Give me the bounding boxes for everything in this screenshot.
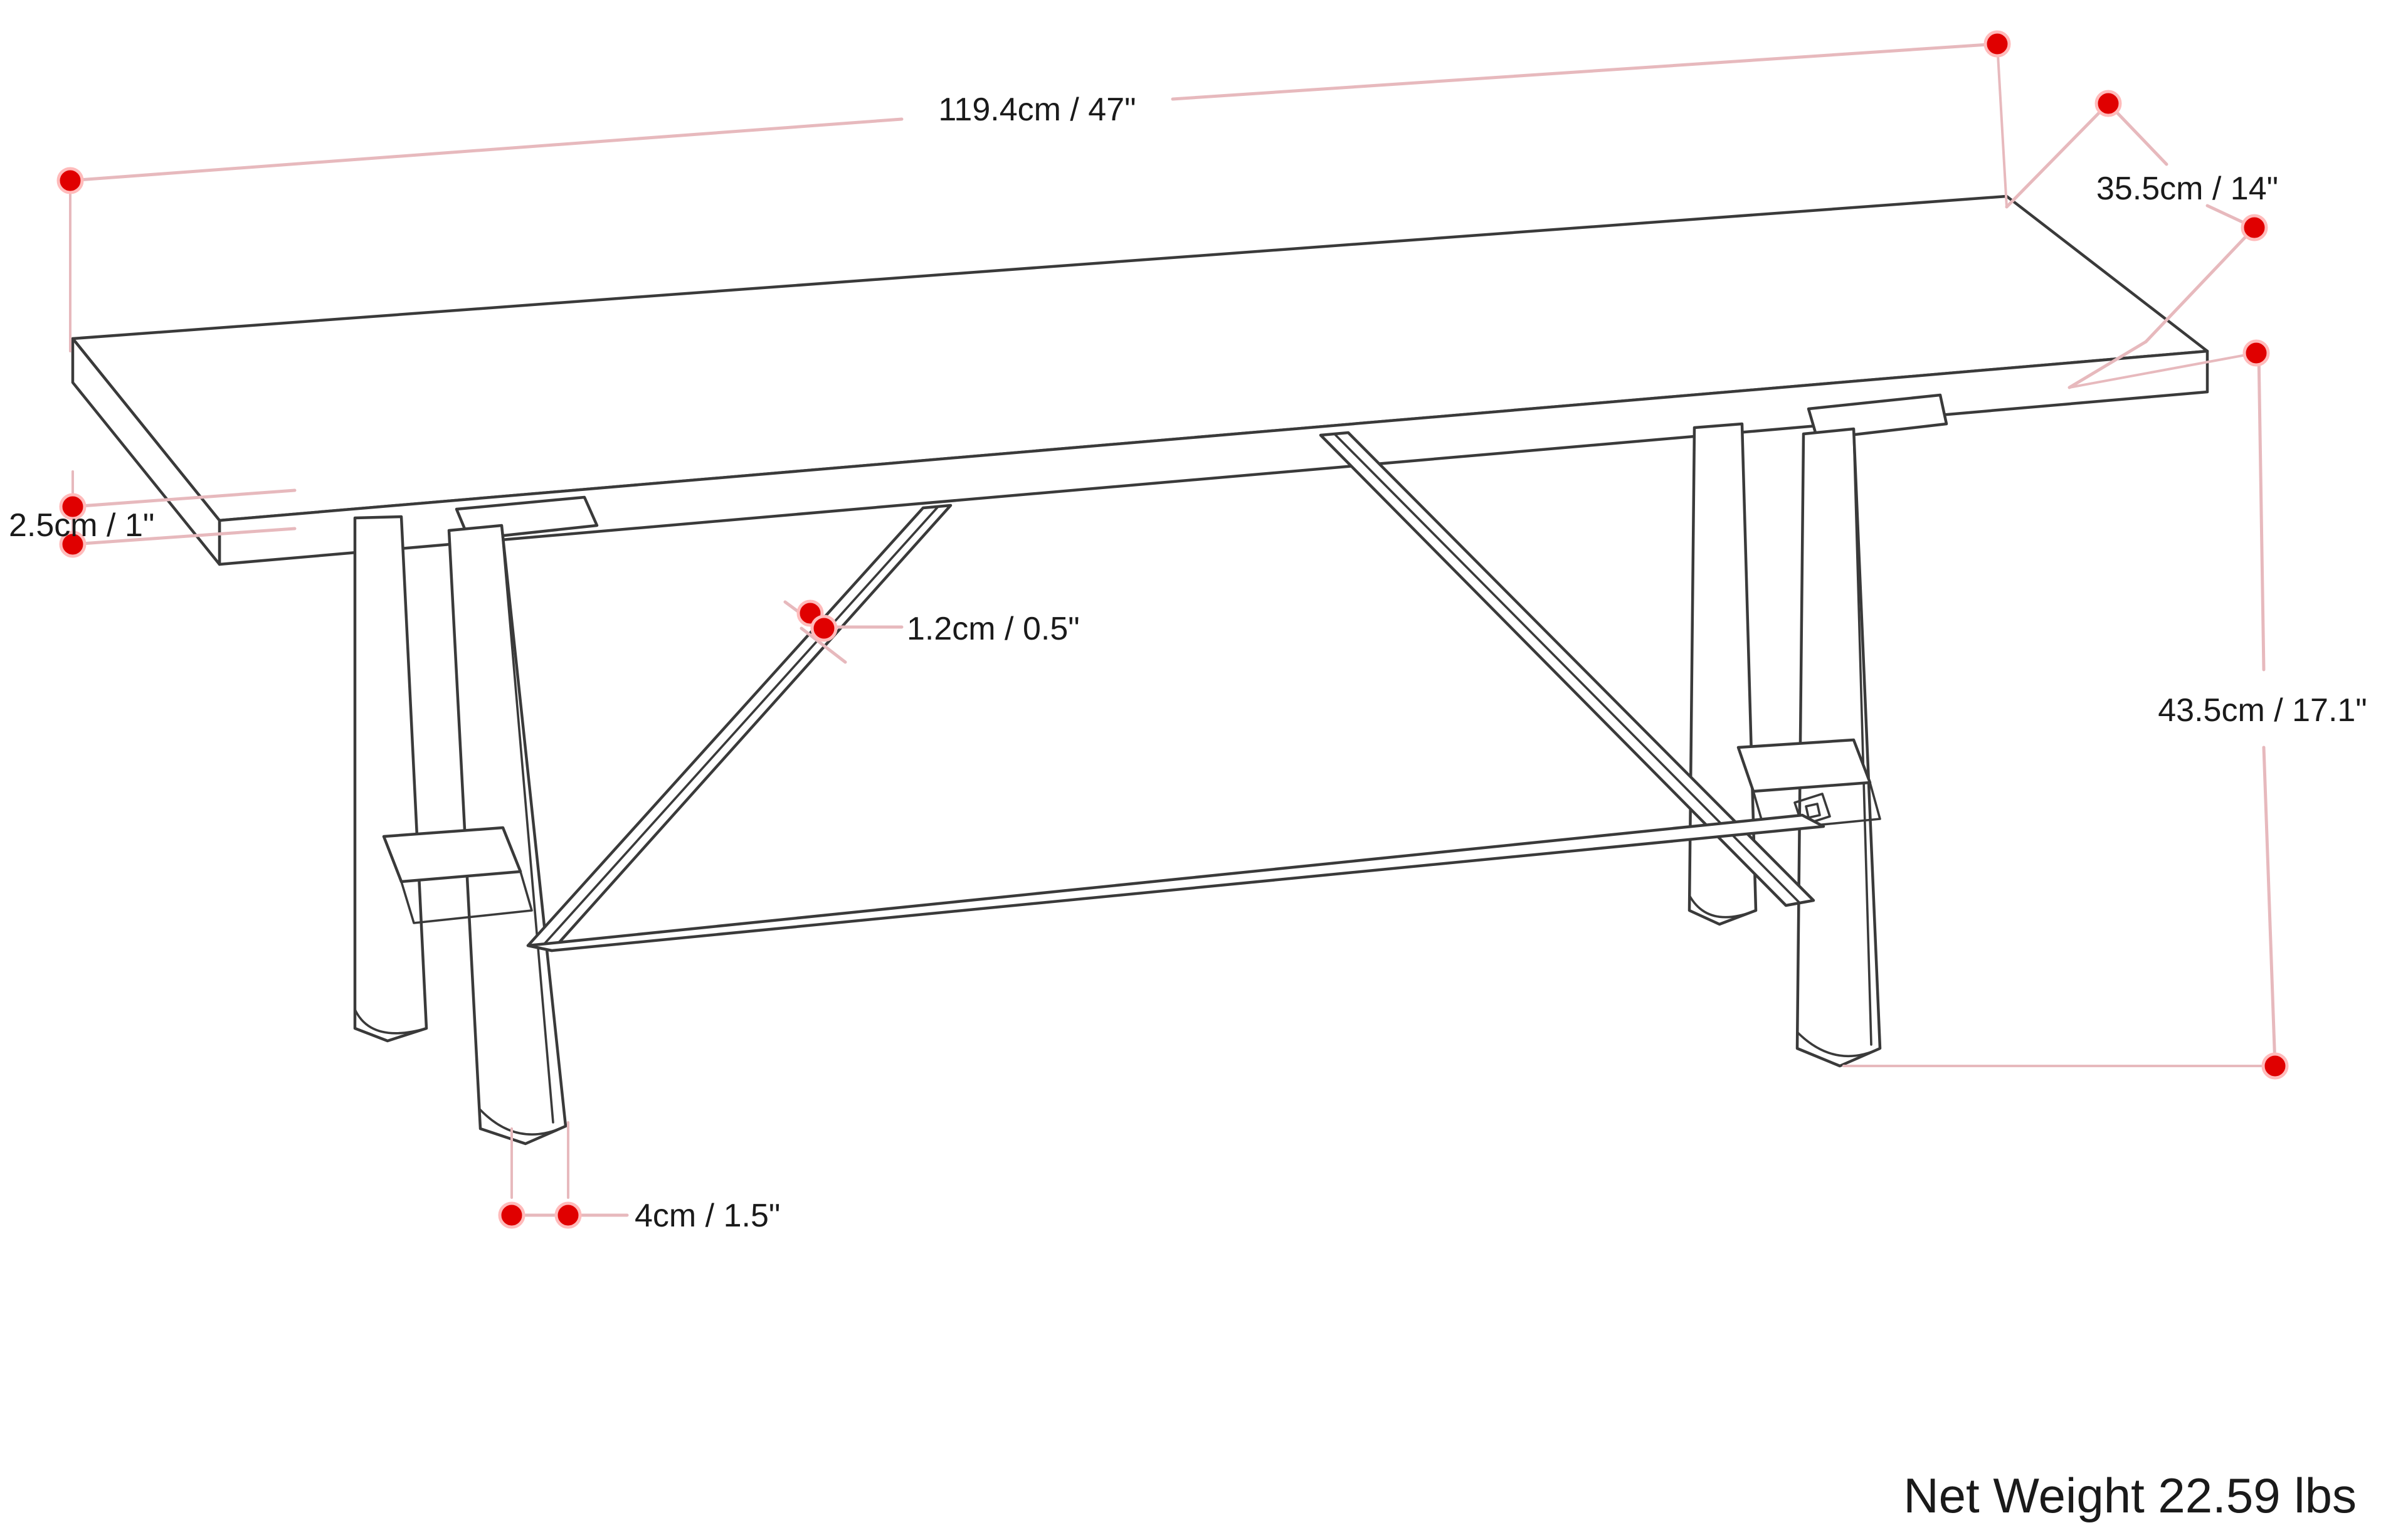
depth-dim-line-lower-left	[2067, 340, 2148, 389]
width-endpoint-dot-right	[1983, 30, 2011, 58]
thickness-witness-lower	[71, 527, 297, 546]
height-dimension-label: 43.5cm / 17.1"	[2158, 692, 2367, 729]
height-endpoint-dot-top	[2242, 339, 2270, 367]
brace-long-diagonal	[526, 813, 1825, 952]
leg-width-endpoint-dot-right	[554, 1201, 582, 1229]
dimension-overall-height: 43.5cm / 17.1"	[1842, 339, 2367, 1080]
width-dimension-label: 119.4cm / 47"	[938, 92, 1136, 128]
thickness-endpoint-dot-top	[59, 493, 87, 520]
left-stretcher	[382, 826, 522, 883]
left-stretcher-under	[400, 870, 533, 924]
stretcher-bolt-head	[1805, 803, 1821, 819]
depth-endpoint-dot-right	[2241, 214, 2268, 241]
depth-dim-line-lower	[2144, 226, 2256, 344]
thickness-witness-upper	[71, 488, 297, 509]
top-thickness-dimension-label: 2.5cm / 1"	[9, 507, 154, 544]
width-dim-line	[68, 42, 1999, 182]
width-witness-right	[1996, 43, 2008, 208]
leg-front-left-foot	[479, 1109, 567, 1136]
dimension-brace-thickness: 1.2cm / 0.5"	[783, 599, 1080, 664]
height-dim-line	[2257, 351, 2277, 1068]
dimension-leg-width: 4cm / 1.5"	[498, 1121, 780, 1234]
leg-rear-left-foot	[354, 1008, 428, 1035]
bench-illustration	[71, 194, 2209, 1146]
thickness-endpoint-dot-bottom	[59, 530, 87, 558]
dimension-overall-depth: 35.5cm / 14"	[2005, 90, 2278, 389]
depth-endpoint-dot-top	[2094, 90, 2122, 117]
leg-width-dimension-label: 4cm / 1.5"	[635, 1198, 780, 1234]
leg-front-left-inner-edge	[500, 524, 554, 1124]
brace-left-diagonal-inner	[539, 505, 939, 949]
height-endpoint-dot-bottom	[2261, 1052, 2289, 1080]
depth-dim-line-upper-right	[2106, 102, 2168, 166]
brace-thickness-tick-lower	[800, 626, 847, 664]
dimension-overall-width: 119.4cm / 47"	[56, 30, 2011, 352]
leg-width-endpoint-dot-left	[498, 1201, 525, 1229]
leg-front-right-inner-edge	[1852, 428, 1872, 1046]
brace-thickness-dimension-label: 1.2cm / 0.5"	[907, 611, 1080, 647]
leg-rear-left	[353, 515, 428, 1043]
seat-top-left-end-face	[71, 337, 221, 566]
dimension-top-thickness: 2.5cm / 1"	[9, 470, 297, 558]
right-stretcher-end-face	[1737, 739, 1871, 793]
leg-rear-right-foot	[1688, 894, 1757, 919]
depth-dimension-label: 35.5cm / 14"	[2096, 171, 2278, 207]
left-stretcher-end-face	[383, 826, 522, 883]
depth-dim-line-upper-left	[2005, 102, 2110, 209]
leg-front-right-foot	[1796, 1031, 1881, 1058]
height-witness-top	[2068, 352, 2258, 389]
brace-thickness-endpoint-dot-b	[810, 614, 838, 642]
net-weight-label: Net Weight 22.59 lbs	[1903, 1468, 2357, 1523]
width-endpoint-dot-left	[56, 167, 84, 194]
leg-front-left	[447, 524, 568, 1146]
right-stretcher	[1736, 738, 1872, 793]
